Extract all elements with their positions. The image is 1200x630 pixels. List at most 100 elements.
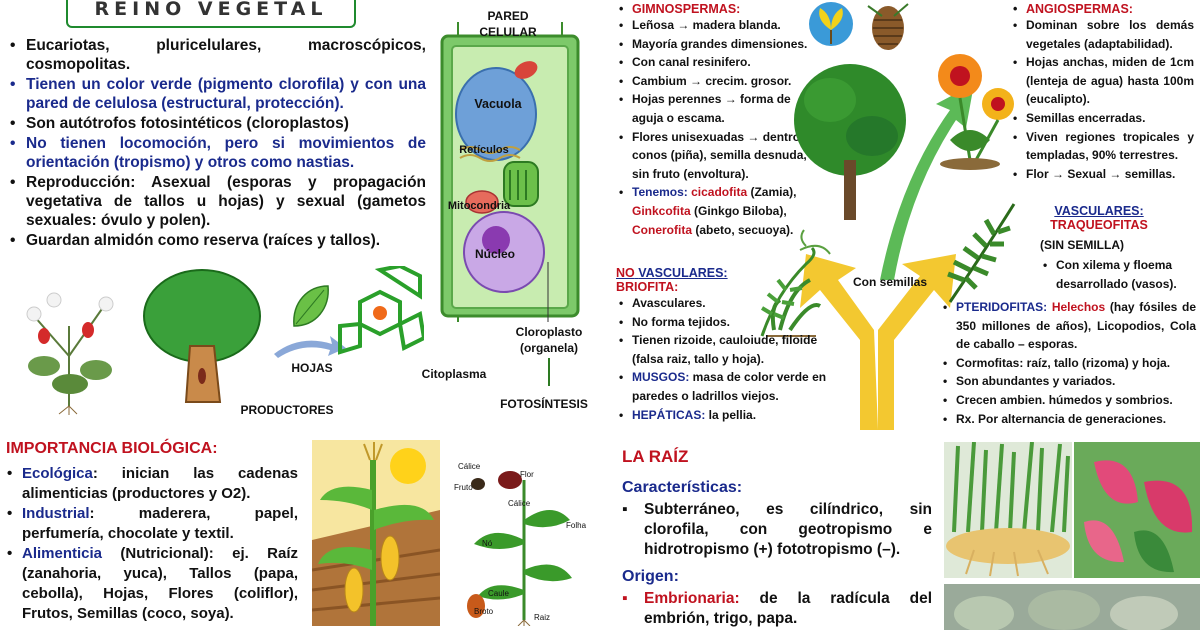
tracheophytes-title: TRAQUEOFITAS xyxy=(1050,218,1148,232)
hepaticas-key: HEPÁTICAS: xyxy=(632,407,706,422)
hepaticas-text: la pellia. xyxy=(705,407,757,422)
list-item: Tienen un color verde (pigmento clorofil… xyxy=(8,75,426,113)
square-bullet-icon: ▪ xyxy=(622,590,628,607)
list-item: HEPÁTICAS: la pellia. xyxy=(616,406,836,425)
with-seeds-label: Con semillas xyxy=(852,275,928,289)
seedless-label: (SIN SEMILLA) xyxy=(1040,238,1124,252)
nucleus-label: Núcleo xyxy=(474,247,515,261)
importance-key: Ecológica xyxy=(22,465,93,482)
list-item: Semillas encerradas. xyxy=(1010,109,1194,128)
importance-key: Alimenticia xyxy=(22,545,103,562)
importance-key: Industrial xyxy=(22,505,90,522)
pteridofitas-key: PTERIDOFITAS: xyxy=(956,300,1048,314)
gymnosperms-title-text: GIMNOSPERMAS: xyxy=(632,2,741,16)
caladium-photo xyxy=(1074,442,1200,578)
vascular-list: Con xilema y floema desarrollado (vasos)… xyxy=(1040,256,1194,293)
plant-evolution-diagram xyxy=(770,64,974,430)
importance-text: (Nutricional): ej. Raíz (zanahoria, yuca… xyxy=(22,545,298,622)
list-item: Con canal resinifero. xyxy=(616,53,816,72)
musgos-key: MUSGOS: xyxy=(632,370,690,385)
angiosperms-title: •ANGIOSPERMAS: xyxy=(1013,2,1133,16)
mitochondria-label: Mitocondria xyxy=(447,200,511,212)
embrionaria-text: de la radícula del embrión, trigo, papa. xyxy=(644,590,932,627)
part-caule: Caule xyxy=(488,589,509,598)
leaves-label: HOJAS xyxy=(291,361,333,375)
list-item: MUSGOS: masa de color verde en paredes o… xyxy=(616,368,836,405)
part-flor: Flor xyxy=(520,470,534,479)
list-item: PTERIDOFITAS: Helechos (hay fósiles de 3… xyxy=(940,298,1196,354)
angiosperms-section: •ANGIOSPERMAS: Dominan sobre los demás v… xyxy=(1010,2,1194,183)
list-item: Hojas perennes → forma de aguja o escama… xyxy=(616,90,816,127)
vacuole-label: Vacuola xyxy=(474,97,522,111)
list-item: Dominan sobre los demás vegetales (adapt… xyxy=(1010,16,1194,53)
pteridophyte-list: PTERIDOFITAS: Helechos (hay fósiles de 3… xyxy=(940,298,1196,428)
tenemos-label: Tenemos: xyxy=(632,185,692,200)
succulents-photo xyxy=(944,584,1200,630)
pine-cone-image xyxy=(867,3,909,50)
list-item: Hojas anchas, miden de 1cm (lenteja de a… xyxy=(1010,53,1194,109)
plant-parts-diagram xyxy=(467,471,572,626)
list-item: Cormofitas: raíz, tallo (rizoma) y hoja. xyxy=(940,354,1196,373)
label-celular: CELULAR xyxy=(479,25,537,39)
corn-plant-image xyxy=(312,440,440,626)
list-item: No forma tejidos. xyxy=(616,313,836,332)
list-item: Eucariotas, pluricelulares, macroscópico… xyxy=(8,36,426,74)
helechos: Helechos xyxy=(1051,300,1106,314)
root-title: LA RAÍZ xyxy=(622,447,689,466)
root-origin-text: ▪ Embrionaria: de la radícula del embrión… xyxy=(620,589,932,629)
square-bullet-icon: ▪ xyxy=(622,501,628,518)
cicadofita-note: (Zamia), xyxy=(747,185,797,200)
reticulum-label: Retículos xyxy=(459,144,509,156)
root-characteristics-title: Características: xyxy=(622,479,743,496)
non-vascular-title-rest: VASCULARES: xyxy=(638,266,728,280)
list-item: Son abundantes y variados. xyxy=(940,372,1196,391)
page-title: REINO VEGETAL xyxy=(94,0,328,20)
importance-list: Ecológica: inician las cadenas alimentic… xyxy=(6,464,298,624)
chloroplast-label: Cloroplasto (organela) xyxy=(508,324,590,356)
list-item: Crecen ambien. húmedos y sombrios. xyxy=(940,391,1196,410)
gymnosperms-section: •GIMNOSPERMAS: Leñosa → madera blanda. M… xyxy=(616,2,816,239)
non-vascular-list: Avasculares. No forma tejidos. Tienen ri… xyxy=(616,294,836,424)
non-vascular-title-no: NO xyxy=(616,266,635,280)
strawberry-plant-image xyxy=(26,292,114,415)
plant-cell-diagram xyxy=(440,22,580,322)
list-item: Rx. Por alternancia de generaciones. xyxy=(940,410,1196,429)
tree-image xyxy=(143,269,261,403)
leaf-cells-image xyxy=(338,266,424,355)
importance-text: : maderera, papel, perfumería, chocolate… xyxy=(22,505,298,542)
embrionaria-key: Embrionaria: xyxy=(644,590,740,607)
cell-wall-label: PARED CELULAR xyxy=(478,8,538,40)
leaf-icon xyxy=(293,285,329,327)
list-item: Viven regiones tropicales y templadas, 9… xyxy=(1010,128,1194,165)
root-characteristics-text: ▪Subterráneo, es cilíndrico, sin clorofi… xyxy=(620,500,932,560)
vascular-heading: VASCULARES: TRAQUEOFITAS xyxy=(1040,204,1158,232)
photosynthesis-arrow xyxy=(548,358,550,386)
flower-image xyxy=(938,54,1014,170)
fern-image xyxy=(947,203,1016,303)
angiosperms-title-text: ANGIOSPERMAS: xyxy=(1026,2,1133,16)
part-calice: Cálice xyxy=(458,462,481,471)
label-organela: (organela) xyxy=(519,341,578,355)
non-vascular-section: NO VASCULARES: BRIOFITA: Avasculares. No… xyxy=(616,266,836,424)
list-item: Reproducción: Asexual (esporas y propaga… xyxy=(8,173,426,230)
title-box: REINO VEGETAL xyxy=(66,0,356,28)
list-item: Tienen rizoide, cauloiude, filoide (fals… xyxy=(616,331,836,368)
part-fruto: Fruto xyxy=(454,483,473,492)
musgos-text: masa de color verde en paredes o ladrill… xyxy=(632,370,827,403)
non-vascular-title: NO VASCULARES: xyxy=(616,266,836,280)
part-raiz: Raiz xyxy=(534,613,551,622)
list-item: Son autótrofos fotosintéticos (cloroplas… xyxy=(8,114,426,133)
part-calice2: Cálice xyxy=(508,499,531,508)
label-pared: PARED xyxy=(487,9,529,23)
ginkgo-image xyxy=(809,2,853,46)
list-item: No tienen locomoción, pero si movimiento… xyxy=(8,134,426,172)
part-no: Nó xyxy=(482,539,493,548)
part-broto: Broto xyxy=(474,607,494,616)
list-item: Flor → Sexual → semillas. xyxy=(1010,165,1194,184)
bryophyte-title: BRIOFITA: xyxy=(616,280,679,294)
importance-text: : inician las cadenas alimenticias (prod… xyxy=(22,465,298,502)
list-item: Con xilema y floema desarrollado (vasos)… xyxy=(1040,256,1194,293)
list-item: Avasculares. xyxy=(616,294,836,313)
gymnosperms-list: Leñosa → madera blanda. Mayoría grandes … xyxy=(616,16,816,239)
list-item: Leñosa → madera blanda. xyxy=(616,16,816,35)
